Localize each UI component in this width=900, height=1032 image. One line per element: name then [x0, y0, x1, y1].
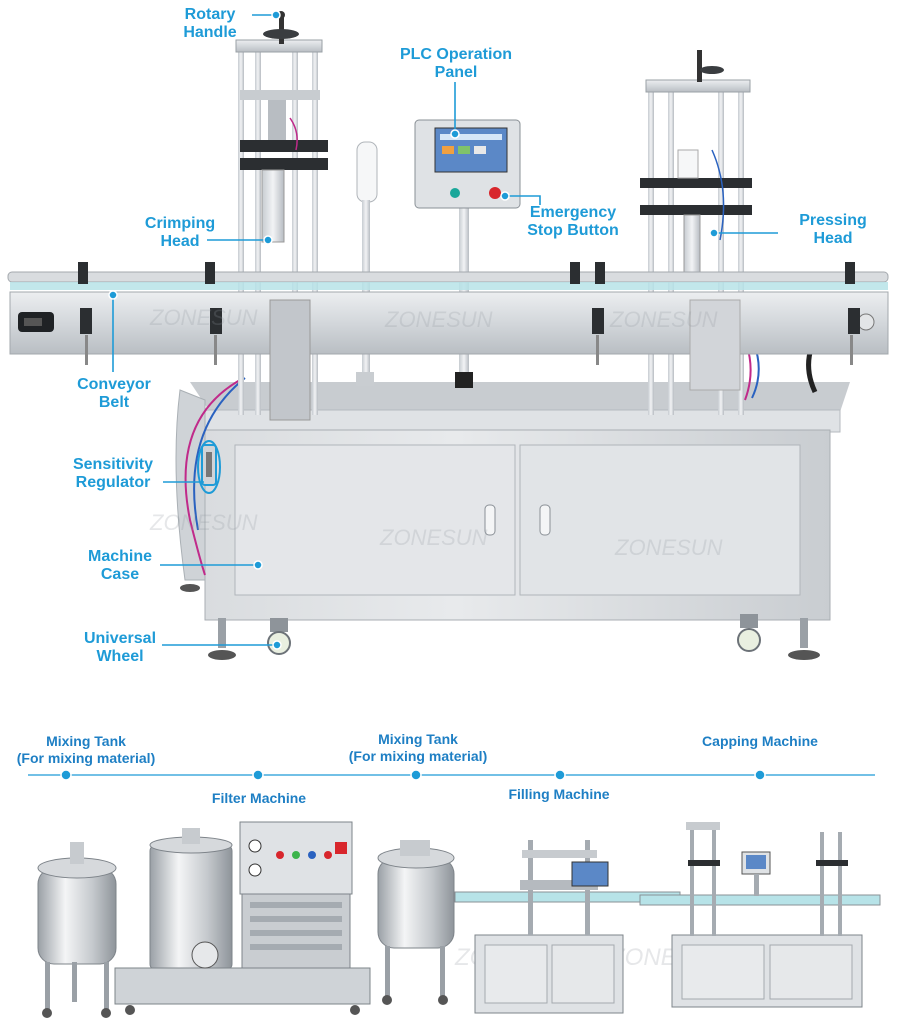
callout-pressing-head-line1: Pressing — [799, 212, 867, 229]
callout-emergency-stop: Emergency Stop Button — [514, 204, 632, 240]
flow-step-capping-machine: Capping Machine — [686, 733, 834, 750]
callout-conveyor-belt-line1: Conveyor — [77, 376, 151, 393]
callout-pressing-head-line2: Head — [813, 230, 853, 247]
filter-machine — [114, 821, 371, 1015]
callout-pressing-head: Pressing Head — [788, 212, 878, 248]
callout-rotary-handle-line2: Handle — [183, 24, 237, 41]
callout-crimping-head: Crimping Head — [134, 215, 226, 251]
guide-rail-knobs — [78, 262, 860, 365]
callout-dots — [108, 10, 719, 650]
emergency-stop-button[interactable] — [489, 187, 501, 199]
callout-sensitivity-regulator: Sensitivity Regulator — [60, 456, 166, 492]
callout-plc-panel: PLC Operation Panel — [386, 46, 526, 82]
flow-step-2-title: Filter Machine — [211, 790, 307, 806]
callout-emergency-stop-line1: Emergency — [529, 204, 617, 221]
callout-sensitivity-regulator-line2: Regulator — [75, 474, 151, 491]
callout-rotary-handle-line1: Rotary — [184, 6, 236, 23]
flow-step-1-title: Mixing Tank — [46, 733, 126, 749]
watermark-group: ZONESUN ZONESUN ZONESUN ZONESUN ZONESUN … — [149, 305, 728, 971]
svg-text:ZONESUN: ZONESUN — [149, 510, 258, 535]
callout-crimping-head-line2: Head — [160, 233, 200, 250]
flow-step-1-subtitle: (For mixing material) — [16, 750, 156, 766]
callout-rotary-handle: Rotary Handle — [172, 6, 248, 42]
callout-conveyor-belt: Conveyor Belt — [66, 376, 162, 412]
mixing-tank-1 — [37, 842, 117, 1018]
flow-step-3-subtitle: (For mixing material) — [348, 748, 488, 764]
flow-step-filling-machine: Filling Machine — [494, 786, 624, 803]
callout-leaders — [112, 14, 778, 646]
flow-step-5-title: Capping Machine — [702, 733, 818, 749]
callout-universal-wheel-line1: Universal — [83, 630, 157, 647]
svg-text:ZONESUN: ZONESUN — [609, 307, 718, 332]
rotary-handle[interactable] — [279, 14, 284, 44]
svg-text:ZONESUN: ZONESUN — [384, 307, 493, 332]
conveyor-belt — [7, 271, 889, 355]
filling-machine — [454, 840, 681, 1014]
capping-machine — [639, 822, 881, 1008]
flow-step-mixing-tank-1: Mixing Tank (For mixing material) — [4, 733, 168, 767]
flow-step-mixing-tank-2: Mixing Tank (For mixing material) — [336, 731, 500, 765]
callout-plc-panel-line2: Panel — [434, 64, 478, 81]
main-machine — [7, 11, 889, 660]
watermark-text: ZONESUN — [149, 305, 258, 330]
callout-machine-case-line2: Case — [100, 566, 140, 583]
callout-machine-case-line1: Machine — [87, 548, 152, 565]
svg-text:ZONESUN: ZONESUN — [614, 535, 723, 560]
pressing-head-tower — [640, 50, 752, 415]
callout-crimping-head-line1: Crimping — [144, 215, 216, 232]
production-flow-line — [28, 769, 875, 781]
crimping-head-tower — [235, 11, 328, 415]
callout-conveyor-belt-line2: Belt — [98, 394, 130, 411]
start-button[interactable] — [450, 188, 460, 198]
flow-step-filter-machine: Filter Machine — [194, 790, 324, 807]
callout-plc-panel-line1: PLC Operation — [399, 46, 512, 63]
flow-step-4-title: Filling Machine — [508, 786, 610, 802]
callout-universal-wheel-line2: Wheel — [96, 648, 144, 665]
callout-machine-case: Machine Case — [70, 548, 170, 584]
flow-step-3-title: Mixing Tank — [378, 731, 458, 747]
svg-text:ZONESUN: ZONESUN — [379, 525, 488, 550]
mixing-tank-2 — [377, 840, 455, 1005]
callout-sensitivity-regulator-line1: Sensitivity — [72, 456, 154, 473]
callout-universal-wheel: Universal Wheel — [70, 630, 170, 666]
machine-case — [175, 382, 850, 621]
callout-emergency-stop-line2: Stop Button — [527, 222, 619, 239]
universal-wheel — [180, 584, 820, 660]
